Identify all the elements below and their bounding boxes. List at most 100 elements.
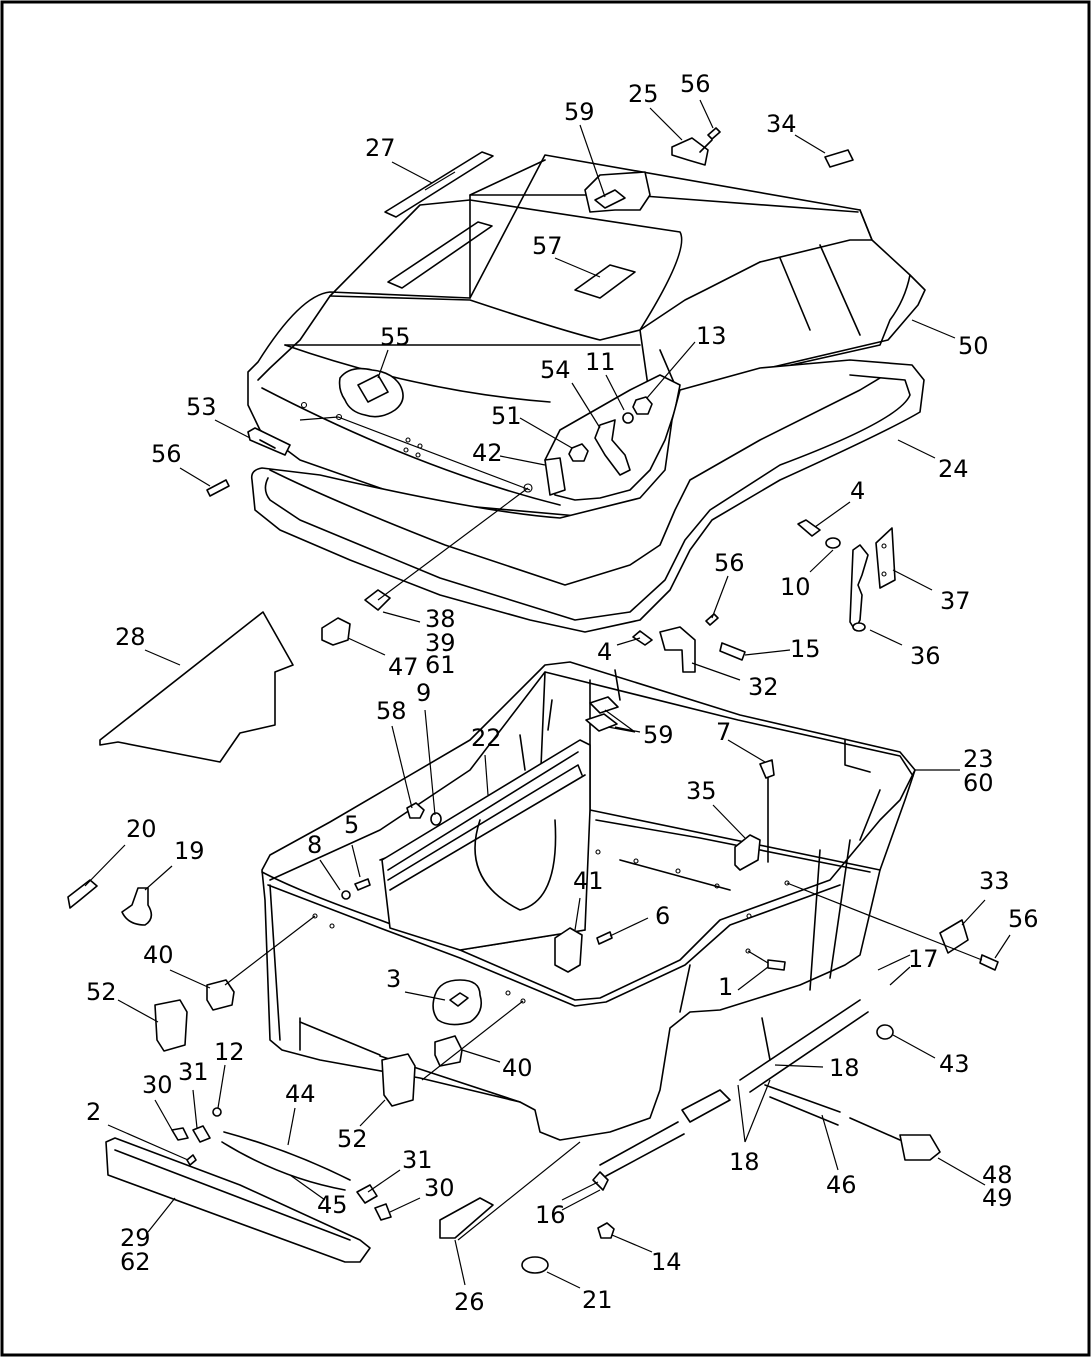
callout-54: 54 (540, 356, 571, 384)
callout-5: 5 (344, 811, 359, 839)
callout-7: 7 (716, 718, 731, 746)
callout-41: 41 (573, 867, 604, 895)
callout-24: 24 (938, 455, 969, 483)
part-56-screw-mid (705, 613, 719, 626)
divider-22 (381, 739, 591, 951)
part-27-strip (384, 151, 494, 218)
callout-34: 34 (766, 110, 797, 138)
part-4-screw-right (797, 519, 821, 537)
callout-52: 52 (337, 1125, 368, 1153)
callout-43: 43 (939, 1050, 970, 1078)
callout-4: 4 (850, 477, 865, 505)
callout-labels: 25 56 59 34 27 57 55 13 11 54 50 53 51 5… (86, 70, 1039, 1316)
part-21-cap (521, 1256, 549, 1274)
callout-56: 56 (680, 70, 711, 98)
callout-13: 13 (696, 322, 727, 350)
part-48-connector (899, 1134, 941, 1161)
callout-14: 14 (651, 1248, 682, 1276)
callout-59: 59 (564, 98, 595, 126)
callout-55: 55 (380, 323, 411, 351)
part-25-hinge (671, 137, 709, 166)
part-56-screw-top (707, 127, 721, 140)
callout-37: 37 (940, 587, 971, 615)
callout-39: 39 (425, 629, 456, 657)
callout-32: 32 (748, 673, 779, 701)
callout-30: 30 (142, 1071, 173, 1099)
callout-17: 17 (908, 945, 939, 973)
callout-56: 56 (1008, 905, 1039, 933)
callout-20: 20 (126, 815, 157, 843)
torn-area-3 (432, 979, 483, 1026)
callout-42: 42 (472, 439, 503, 467)
part-2-screw (186, 1154, 197, 1166)
callout-31: 31 (402, 1146, 433, 1174)
callout-57: 57 (532, 232, 563, 260)
callout-47: 47 (388, 653, 419, 681)
part-34-pad (824, 149, 854, 168)
part-46-harness (681, 1089, 731, 1123)
callout-45: 45 (317, 1191, 348, 1219)
part-56-screw-left (206, 479, 230, 497)
callout-31: 31 (178, 1058, 209, 1086)
part-47-lock (321, 617, 351, 646)
part-14-nut (597, 1222, 615, 1239)
callout-48: 48 (982, 1161, 1013, 1189)
callout-11: 11 (585, 348, 616, 376)
part-30-hook-b (374, 1203, 392, 1221)
callout-38: 38 (425, 605, 456, 633)
callout-36: 36 (910, 642, 941, 670)
callout-53: 53 (186, 393, 217, 421)
part-55-latch (357, 374, 389, 403)
callout-1: 1 (718, 973, 733, 1001)
part-35-clip (734, 834, 761, 871)
part-15-pin (719, 642, 746, 661)
callout-56: 56 (714, 549, 745, 577)
part-45-cable (221, 1141, 346, 1191)
callout-28: 28 (115, 623, 146, 651)
part-51-nut (568, 443, 589, 462)
part-26-bracket (439, 1197, 494, 1239)
callout-4: 4 (597, 638, 612, 666)
part-31-clip-a (192, 1125, 211, 1143)
callout-46: 46 (826, 1171, 857, 1199)
part-36-cable (849, 544, 869, 631)
part-40-block-a (206, 979, 235, 1011)
part-52-latch-a (154, 999, 188, 1052)
case (261, 661, 916, 1141)
callout-18: 18 (829, 1054, 860, 1082)
callout-25: 25 (628, 80, 659, 108)
part-9-washer (430, 812, 442, 826)
callout-26: 26 (454, 1288, 485, 1316)
part-16-terminals (592, 1171, 609, 1191)
callout-15: 15 (790, 635, 821, 663)
part-44-cable (223, 1131, 351, 1181)
part-6-screw (596, 931, 613, 945)
callout-21: 21 (582, 1286, 613, 1314)
callout-35: 35 (686, 777, 717, 805)
part-5-screw (354, 878, 371, 891)
callout-22: 22 (471, 724, 502, 752)
part-7-screw (759, 759, 775, 779)
callout-60: 60 (963, 769, 994, 797)
callout-33: 33 (979, 867, 1010, 895)
part-19-clamp (121, 887, 153, 926)
part-40-block-b (434, 1035, 463, 1067)
callout-30: 30 (424, 1174, 455, 1202)
part-30-hook-a (171, 1127, 189, 1141)
callout-3: 3 (386, 965, 401, 993)
part-10-washer (825, 537, 841, 549)
part-52-latch-b (381, 1053, 416, 1107)
leader-lines (84, 99, 1011, 1289)
callout-9: 9 (416, 679, 431, 707)
callout-6: 6 (655, 902, 670, 930)
callout-16: 16 (535, 1201, 566, 1229)
part-42-latch (544, 457, 566, 496)
callout-40: 40 (502, 1054, 533, 1082)
harness-conduit (739, 999, 869, 1093)
callout-62: 62 (120, 1248, 151, 1276)
callout-10: 10 (780, 573, 811, 601)
part-13-nut (632, 396, 653, 415)
part-57-pad (574, 264, 636, 299)
